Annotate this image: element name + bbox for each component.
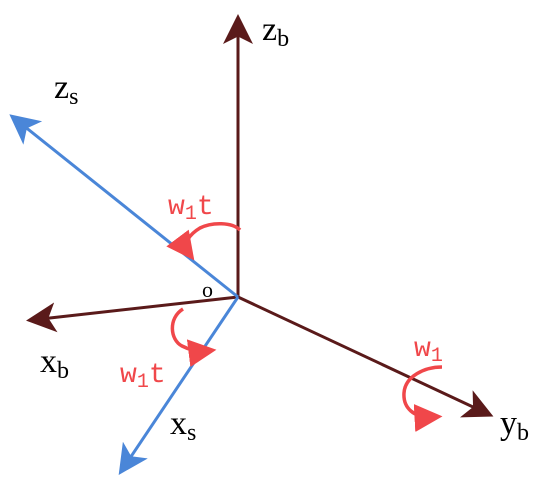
origin-label: o [202, 277, 213, 302]
zs-label: zs [54, 69, 78, 110]
xs-axis [118, 296, 240, 475]
xb-axis [26, 295, 239, 333]
zb-label: zb [262, 11, 289, 52]
rotation-arrow-upper [166, 222, 242, 261]
zs-axis [9, 114, 239, 299]
yb-label: yb [500, 405, 529, 446]
xs-label: xs [170, 405, 196, 446]
yb-axis [237, 295, 494, 418]
xb-label: xb [40, 343, 69, 384]
w1t-label-upper: w1t [168, 192, 214, 226]
rotation-arrow-lower [170, 307, 217, 368]
w1t-label-lower: w1t [120, 360, 166, 394]
rotation-arrow-right [402, 365, 443, 432]
w1-label-right: w1 [414, 334, 443, 368]
